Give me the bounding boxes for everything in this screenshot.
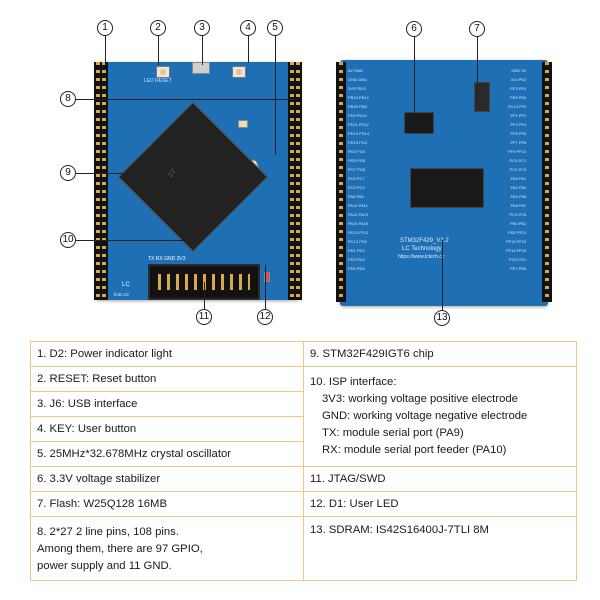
callout-2: 2 (150, 20, 166, 36)
callout-3: 3 (194, 20, 210, 36)
back-maker: LC Technology (402, 246, 442, 252)
callout-6: 6 (406, 21, 422, 37)
legend-item: 1. D2: Power indicator light (31, 342, 303, 367)
flash-chip (474, 82, 490, 112)
user-led (264, 272, 270, 282)
legend-item: 11. JTAG/SWD (304, 467, 577, 492)
callout-13: 13 (434, 310, 450, 326)
callout-5: 5 (267, 20, 283, 36)
legend-table: 1. D2: Power indicator light 2. RESET: R… (30, 341, 577, 581)
legend-item-isp: 10. ISP interface: 3V3: working voltage … (304, 367, 577, 467)
voltage-regulator (404, 112, 434, 134)
legend-item: 6. 3.3V voltage stabilizer (31, 467, 303, 492)
legend-left-column: 1. D2: Power indicator light 2. RESET: R… (31, 342, 304, 580)
callout-11: 11 (196, 309, 212, 325)
board-front: ST LED RESET TX RX GND 3V3 LC lcsc.cc (94, 62, 302, 300)
back-model: STM32F429_V1.2 (400, 238, 449, 244)
right-pin-header (288, 62, 302, 300)
callout-7: 7 (469, 21, 485, 37)
silk-lc: LC (122, 282, 130, 288)
usb-connector (192, 62, 210, 74)
callout-12: 12 (257, 309, 273, 325)
callout-4: 4 (240, 20, 256, 36)
back-right-pins (542, 62, 552, 302)
sdram-chip (410, 168, 484, 208)
legend-item: 4. KEY: User button (31, 417, 303, 442)
legend-right-column: 9. STM32F429IGT6 chip 10. ISP interface:… (304, 342, 577, 580)
legend-item: 12. D1: User LED (304, 492, 577, 517)
board-photos: ST LED RESET TX RX GND 3V3 LC lcsc.cc 5V… (60, 20, 552, 326)
reset-button (156, 66, 170, 78)
legend-item: 3. J6: USB interface (31, 392, 303, 417)
left-pin-header (94, 62, 108, 300)
legend-item: 5. 25MHz*32.678MHz crystal oscillator (31, 442, 303, 467)
legend-item: 7. Flash: W25Q128 16MB (31, 492, 303, 517)
legend-item: 13. SDRAM: IS42S16400J-7TLI 8M (310, 523, 489, 536)
back-url: https://www.lctech.cc (398, 254, 445, 260)
silk-isp: TX RX GND 3V3 (148, 256, 186, 262)
crystal-small (238, 120, 248, 128)
silk-led-reset: LED RESET (144, 78, 172, 84)
callout-9: 9 (60, 165, 76, 181)
callout-10: 10 (60, 232, 76, 248)
legend-item: 9. STM32F429IGT6 chip (304, 342, 577, 367)
back-left-pins (336, 62, 346, 302)
callout-1: 1 (97, 20, 113, 36)
silk-vendor: lcsc.cc (114, 292, 129, 298)
legend-item: 2. RESET: Reset button (31, 367, 303, 392)
callout-8: 8 (60, 91, 76, 107)
user-key-button (232, 66, 246, 78)
legend-item-pins: 8. 2*27 2 line pins, 108 pins. Among the… (37, 525, 203, 572)
